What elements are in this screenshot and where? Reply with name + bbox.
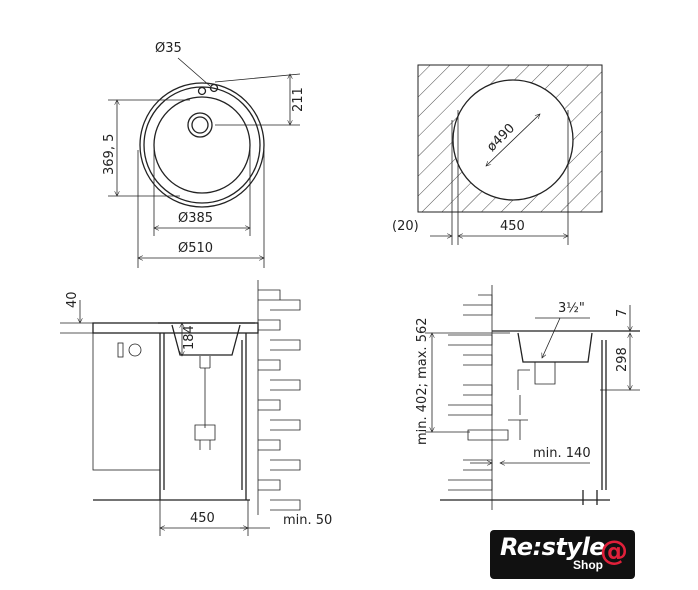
- cabinet: [440, 340, 610, 505]
- rim-height-label: 7: [615, 309, 630, 317]
- tap-hole: [197, 86, 207, 96]
- depth-offset-label: 369, 5: [102, 134, 117, 175]
- restyle-shop-logo: Re:style @ Shop: [490, 530, 635, 579]
- drain-hole: [187, 112, 213, 138]
- cabinet: [93, 333, 250, 501]
- outer-diameter-label: Ø510: [178, 241, 213, 256]
- counter-thickness-label: 40: [65, 291, 80, 308]
- wall-gap-label: min. 50: [283, 513, 332, 528]
- sink-rim-inner: [143, 86, 261, 204]
- cart-at-icon: @: [600, 534, 628, 567]
- drain-height-label: min. 402; max. 562: [415, 317, 430, 445]
- drain-hole-inner: [191, 116, 209, 134]
- sink-bowl-section: [158, 322, 255, 356]
- drain-size-label: 3½": [558, 301, 585, 316]
- cutout-width-label: 450: [500, 219, 525, 234]
- appliance-indicator: [117, 342, 124, 358]
- brick-wall: [257, 280, 301, 515]
- appliance: [92, 332, 161, 471]
- logo-subtext: Shop: [573, 558, 603, 572]
- countertop: [92, 322, 259, 334]
- side-view-right: 3½" 7 298 min. 402; max. 562 min. 140: [415, 285, 640, 510]
- sink-bowl: [153, 96, 251, 194]
- hole-diameter-label: Ø35: [155, 41, 182, 56]
- sink-rim: [139, 82, 265, 208]
- top-view: Ø35 211 369, 5 Ø385 Ø510: [102, 41, 306, 268]
- total-depth-label: 298: [615, 347, 630, 372]
- tap-hole: [209, 83, 219, 93]
- cutout-view: ø490 (20) 450: [392, 64, 603, 245]
- edge-gap-label: (20): [392, 219, 419, 234]
- appliance-knob: [128, 343, 142, 357]
- bowl-depth-label: 184: [182, 325, 197, 350]
- side-view-left: 40 184 450 min. 50: [60, 280, 332, 536]
- cabinet-width-label: 450: [190, 511, 215, 526]
- drain-pipe: [467, 361, 556, 441]
- drain-pipe: [194, 356, 216, 450]
- inner-diameter-label: Ø385: [178, 211, 213, 226]
- brick-wall: [448, 285, 493, 510]
- drain-offset-label: 211: [291, 87, 306, 112]
- logo-text: Re:style: [500, 533, 606, 561]
- sink-bowl-section: [492, 330, 640, 363]
- wall-distance-label: min. 140: [533, 446, 591, 461]
